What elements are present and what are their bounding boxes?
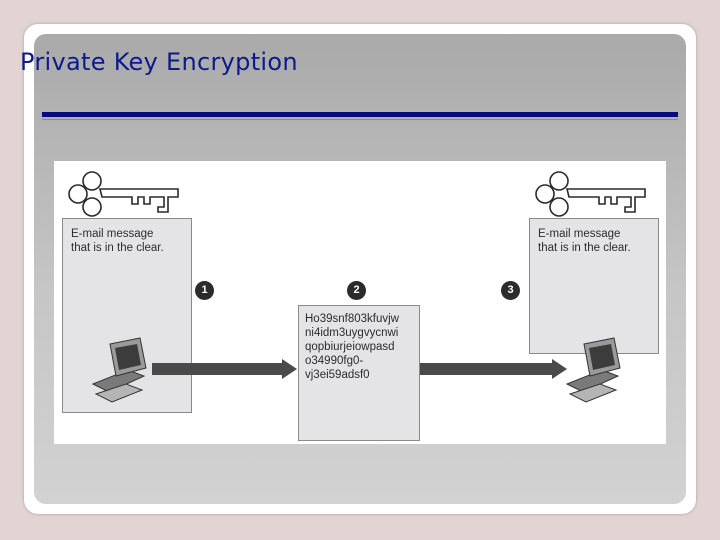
title-underline [42,112,678,117]
arrow-left-to-middle-shape [152,359,297,379]
encryption-diagram: E-mail message that is in the clear. E-m… [54,161,666,444]
slide-title: Private Key Encryption [20,48,298,76]
left-message-line-2: that is in the clear. [71,242,164,254]
arrow-left-to-middle [152,359,567,379]
left-computer-keyboard [94,383,144,403]
ciphertext-line-4: o34990fg0- [305,355,364,367]
left-message-line-1: E-mail message [71,228,154,240]
ciphertext-line-3: qopbiurjeiowpasd [305,341,395,353]
left-message-text: E-mail message that is in the clear. [71,227,164,255]
ciphertext-text: Ho39snf803kfuvjw ni4idm3uygvycnwi qopbiu… [305,312,399,382]
ciphertext-line-1: Ho39snf803kfuvjw [305,313,399,325]
ciphertext-line-2: ni4idm3uygvycnwi [305,327,399,339]
left-computer-screen [115,344,141,370]
right-key-icon [535,171,646,217]
left-key-icon [68,171,179,217]
right-computer-screen [589,344,615,370]
arrow-middle-to-right-shape [420,359,567,379]
step-1-badge: 1 [195,281,214,300]
left-computer-icon [91,337,147,403]
right-message-line-1: E-mail message [538,228,621,240]
step-3-badge: 3 [501,281,520,300]
right-computer-keyboard [568,383,618,403]
right-message-line-2: that is in the clear. [538,242,631,254]
right-message-text: E-mail message that is in the clear. [538,227,631,255]
ciphertext-line-5: vj3ei59adsf0 [305,369,370,381]
step-2-badge: 2 [347,281,366,300]
right-computer-icon [565,337,621,403]
ciphertext-box [298,305,420,441]
title-underline-shadow [42,119,678,120]
